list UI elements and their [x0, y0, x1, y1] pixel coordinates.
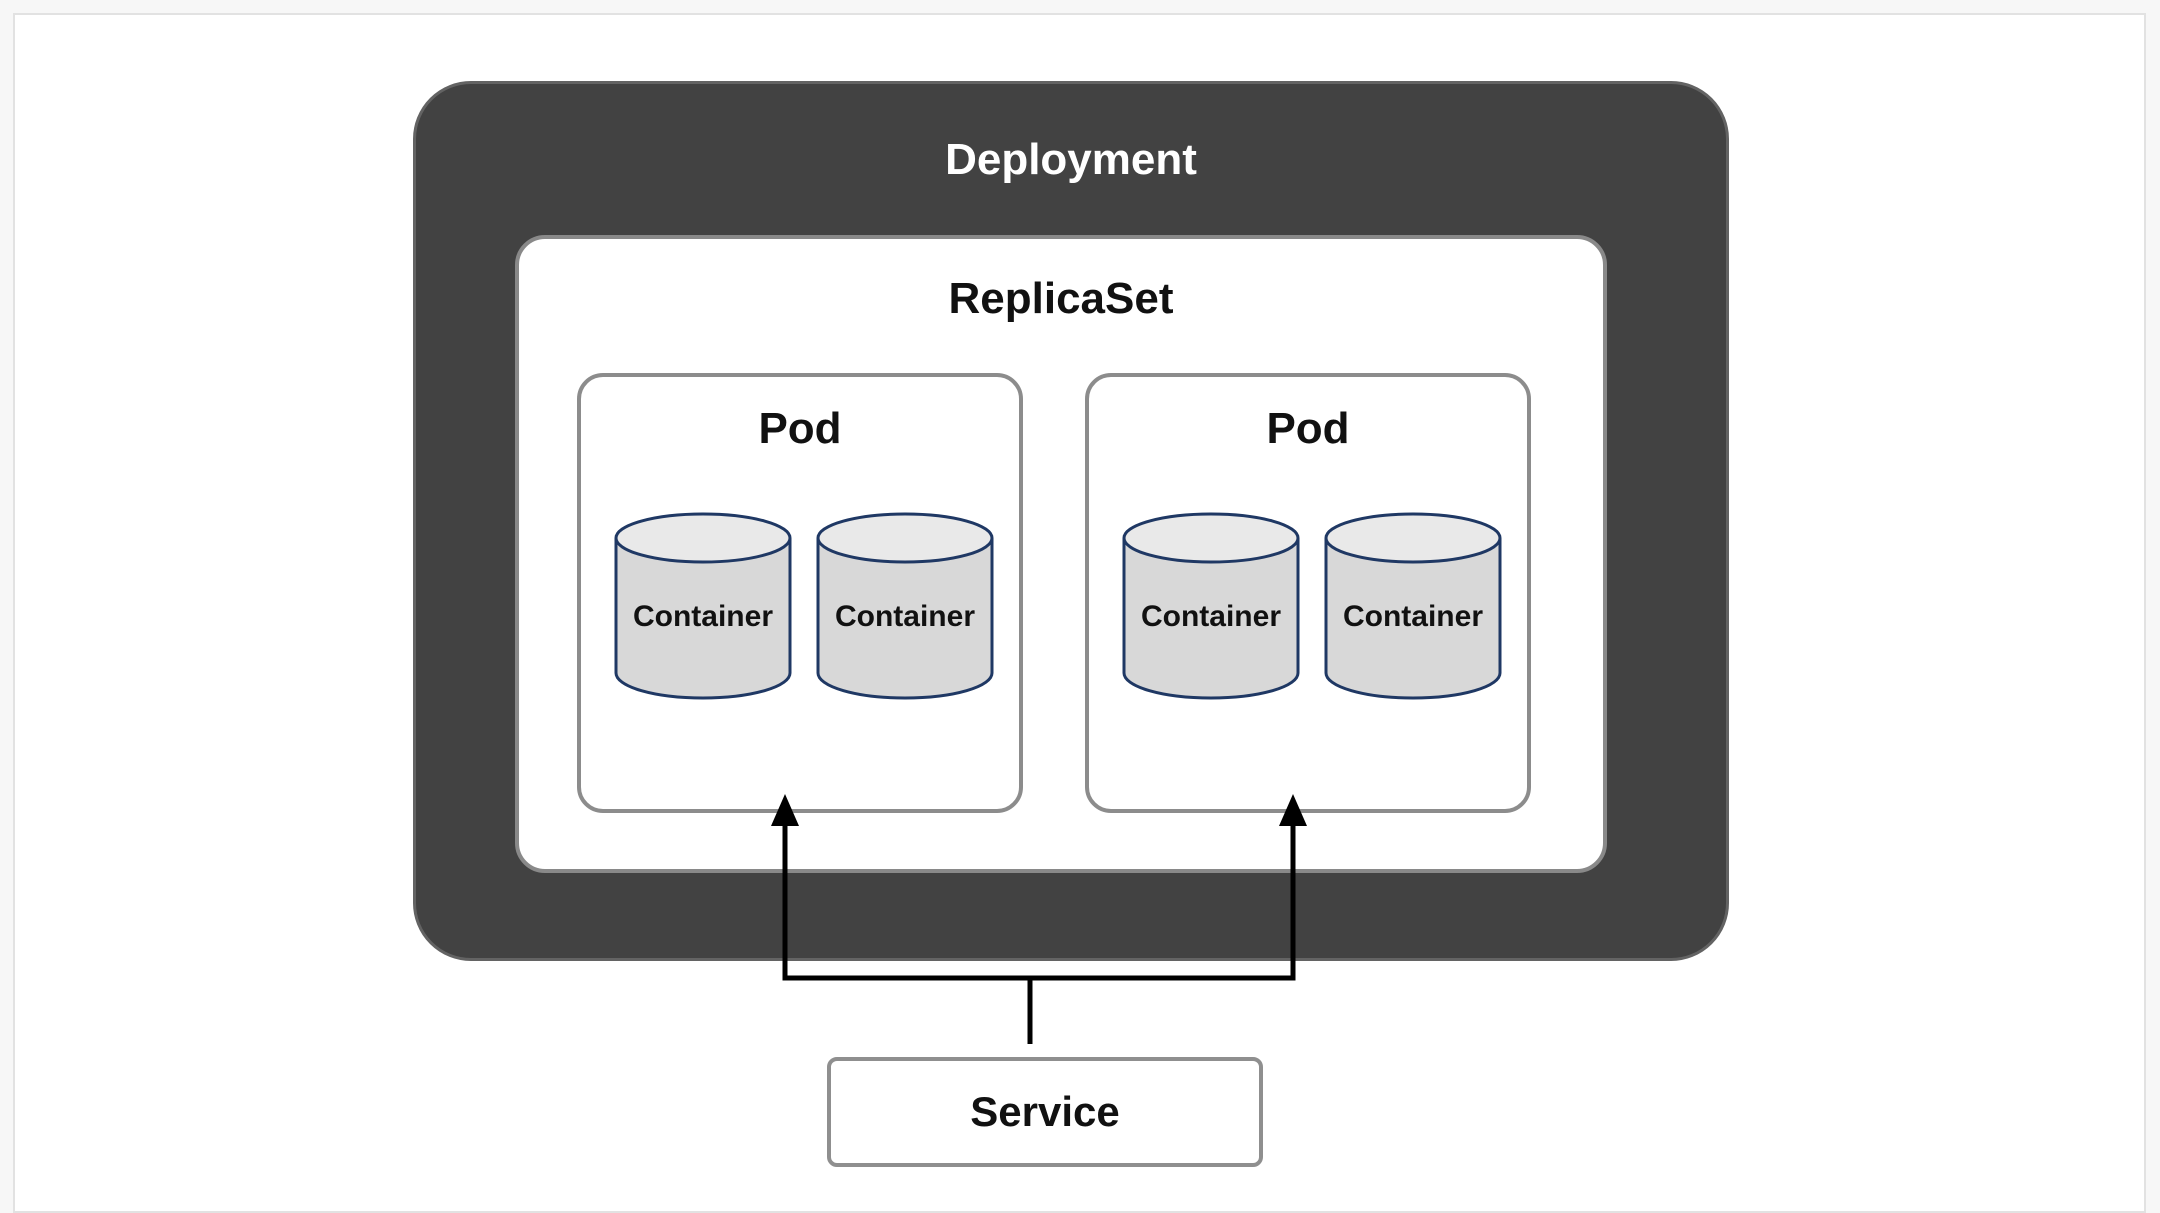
replicaset-box: ReplicaSet Pod Container — [515, 235, 1607, 873]
container-label: Container — [1342, 600, 1483, 633]
container-cylinder: Container — [613, 511, 793, 703]
container-cylinder: Container — [1323, 511, 1503, 703]
deployment-label: Deployment — [945, 135, 1197, 184]
deployment-box: Deployment ReplicaSet Pod Container — [413, 81, 1729, 961]
container-label: Container — [632, 600, 773, 633]
pod-label: Pod — [1266, 404, 1350, 453]
service-label: Service — [970, 1088, 1120, 1135]
diagram-sheet: Deployment ReplicaSet Pod Container — [13, 13, 2146, 1213]
pod-box-2: Pod Container Container — [1085, 373, 1531, 813]
pod-label: Pod — [758, 404, 842, 453]
cylinder-icon — [1122, 512, 1300, 700]
container-label: Container — [1140, 600, 1281, 633]
replicaset-label: ReplicaSet — [948, 274, 1174, 323]
cylinder-icon — [1324, 512, 1502, 700]
container-cylinder: Container — [1121, 511, 1301, 703]
pod-box-1: Pod Container Container — [577, 373, 1023, 813]
container-cylinder: Container — [815, 511, 995, 703]
cylinder-icon — [614, 512, 792, 700]
service-box: Service — [827, 1057, 1263, 1167]
container-label: Container — [834, 600, 975, 633]
cylinder-icon — [816, 512, 994, 700]
